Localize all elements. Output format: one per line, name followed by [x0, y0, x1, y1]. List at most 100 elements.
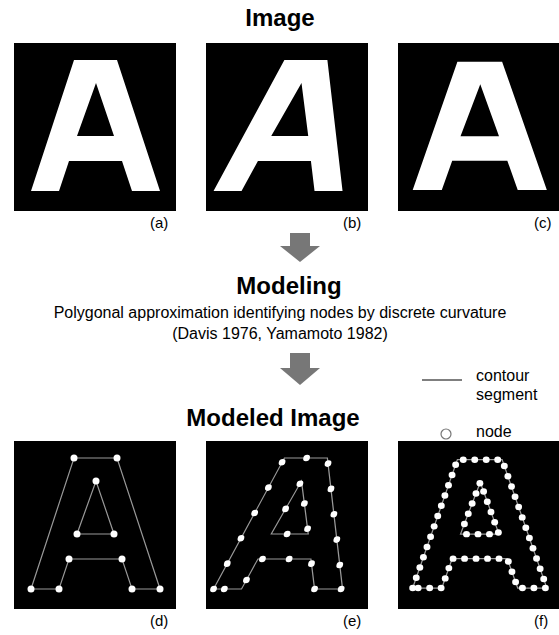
section-heading: Modeled Image: [186, 404, 359, 433]
contour-node: [427, 533, 434, 539]
contour-node: [530, 585, 537, 591]
contour-node: [542, 585, 549, 591]
contour-node: [210, 586, 218, 593]
contour-node: [111, 531, 118, 538]
contour-node: [540, 576, 547, 582]
contour-node: [438, 585, 445, 591]
contour-node: [449, 472, 456, 478]
contour-node: [461, 521, 468, 527]
section-heading: Image: [245, 4, 314, 33]
contour-node: [488, 509, 495, 515]
panel-label: (a): [150, 214, 168, 232]
contour-node: [413, 575, 420, 581]
contour-node: [469, 500, 476, 506]
contour-node: [495, 529, 502, 535]
contour-node: [74, 531, 81, 538]
contour-node: [66, 556, 73, 563]
contour-node: [486, 531, 493, 537]
panel-label: (f): [534, 612, 548, 630]
contour-node: [473, 490, 480, 496]
contour-node: [282, 506, 290, 513]
contour-node: [93, 478, 100, 485]
contour-node: [438, 503, 445, 509]
citation-text: (Davis 1976, Yamamoto 1982): [172, 324, 388, 343]
contour-node: [505, 558, 512, 564]
contour-node: [307, 560, 315, 567]
contour-node: [416, 564, 423, 570]
legend-line-sample: [422, 379, 462, 381]
panel-label: (e): [343, 612, 361, 630]
contour-node: [426, 585, 433, 591]
contour-node: [501, 463, 508, 469]
contour-node: [491, 519, 498, 525]
contour-node: [283, 531, 291, 538]
contour-node: [129, 586, 136, 593]
image-b: [206, 43, 370, 211]
contour-node: [452, 461, 459, 467]
contour-node: [494, 456, 501, 462]
contour-node: [526, 535, 533, 541]
contour-node: [424, 544, 431, 550]
contour-node: [242, 577, 250, 584]
contour-node: [71, 455, 78, 462]
contour-node: [508, 483, 515, 489]
contour-node: [476, 480, 483, 486]
contour-node: [337, 586, 345, 593]
contour-node: [28, 586, 35, 593]
contour-node: [333, 536, 341, 543]
legend-text: node: [476, 422, 558, 441]
contour-node: [336, 562, 344, 569]
contour-node: [445, 565, 452, 571]
contour-node: [509, 568, 516, 574]
contour-node: [442, 575, 449, 581]
contour-node: [311, 586, 319, 593]
flow-arrow: [280, 353, 320, 385]
contour-node: [296, 480, 304, 487]
modeled-image-e: [206, 441, 373, 609]
contour-node: [431, 523, 438, 529]
contour-node: [484, 555, 491, 561]
contour-node: [496, 555, 503, 561]
contour-node: [515, 504, 522, 510]
contour-node: [285, 556, 293, 563]
contour-node: [264, 484, 272, 491]
contour-node: [537, 566, 544, 572]
contour-node: [445, 482, 452, 488]
contour-node: [450, 555, 457, 561]
contour-node: [484, 498, 491, 504]
contour-node: [157, 586, 164, 593]
contour-node: [463, 531, 470, 537]
contour-node: [278, 459, 286, 466]
contour-node: [512, 579, 519, 585]
contour-node: [119, 556, 126, 563]
contour-node: [420, 554, 427, 560]
modeled-image-f: [398, 441, 559, 609]
contour-node: [480, 488, 487, 494]
contour-node: [258, 556, 266, 563]
contour-node: [114, 455, 121, 462]
image-a: [14, 43, 176, 211]
method-text: Polygonal approximation identifying node…: [54, 303, 507, 322]
contour-node: [220, 586, 228, 593]
section-heading: Modeling: [236, 272, 341, 301]
contour-node: [461, 555, 468, 561]
contour-node: [483, 456, 490, 462]
contour-node: [441, 492, 448, 498]
contour-node: [471, 456, 478, 462]
contour-node: [300, 500, 308, 507]
panel-label: (d): [150, 612, 168, 630]
contour-node: [251, 510, 259, 517]
flow-arrow: [280, 233, 320, 262]
contour-node: [56, 586, 63, 593]
contour-node: [223, 560, 231, 567]
image-c: [398, 43, 559, 211]
contour-node: [533, 555, 540, 561]
contour-node: [324, 460, 332, 467]
contour-node: [237, 535, 245, 542]
modeled-image-d: [14, 441, 176, 609]
contour-node: [475, 531, 482, 537]
contour-node: [415, 585, 422, 591]
contour-node: [434, 513, 441, 519]
contour-node: [304, 525, 312, 532]
contour-node: [330, 511, 338, 518]
